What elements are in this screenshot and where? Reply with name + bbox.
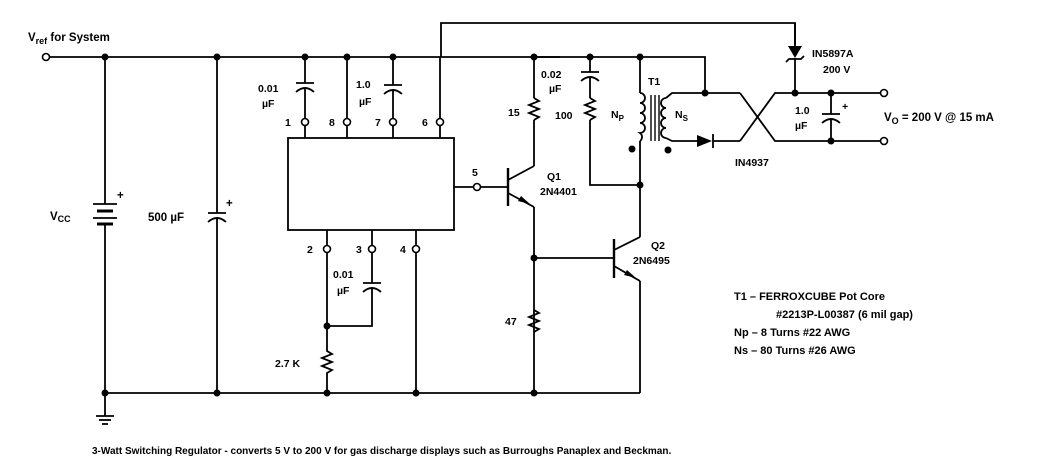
bulk-capacitor: + [207,57,233,393]
bulk-cap-label: 500 µF [148,212,184,224]
vcc-label: VCC [50,211,71,224]
transformer-t1 [628,57,740,185]
pin-1-label: 1 [285,117,291,129]
bulk-cap-plus: + [226,198,233,210]
snubber [580,57,640,186]
resistor-15-label: 15 [508,107,520,119]
resistor-47-label: 47 [505,316,517,328]
ic-pin-2 [322,230,332,345]
diode-part-label: IN4937 [735,157,769,169]
resistor-2-7k [319,345,335,393]
pin-4-label: 4 [400,244,406,256]
pin-8-label: 8 [329,117,335,129]
crossover-wires [739,92,880,142]
cap-snubber-unit: µF [549,83,562,95]
diode-in4937 [697,134,740,148]
pin-3-label: 3 [356,244,362,256]
q1-part-label: 2N4401 [540,186,577,198]
vout-positive-terminal[interactable] [879,88,889,98]
cap-pin7-value: 1.0 [356,79,371,91]
ic-pin-8 [342,57,352,138]
zener-rating-label: 200 V [823,64,850,76]
np-label: NP [611,109,625,123]
pin-7-label: 7 [375,117,381,129]
pin-6-label: 6 [422,117,428,129]
cap-pin1-value: 0.01 [258,83,279,95]
ic-pin-4 [411,230,421,393]
figure-caption: 3-Watt Switching Regulator - converts 5 … [92,446,671,457]
output-capacitor: + [821,93,848,141]
zener-part-label: IN5897A [812,48,854,60]
resistor-100-label: 100 [555,110,573,122]
output-cap-unit: µF [795,120,808,132]
vref-label: Vref for System [28,32,110,46]
note-line-1: T1 – FERROXCUBE Pot Core [734,291,885,303]
ic-body [287,137,455,231]
zener-diode [785,23,805,93]
note-line-2: #2213P-L00387 (6 mil gap) [776,309,913,321]
ns-label: NS [675,109,689,123]
ic-pin-5 [454,182,508,192]
ic-pin-6 [435,57,445,138]
ic-pin-7 [383,57,403,138]
cap-pin3-value: 0.01 [333,269,354,281]
pin-5-label: 5 [472,167,478,179]
resistor-47 [526,309,542,333]
cap-snubber-value: 0.02 [541,69,562,81]
q1-ref-label: Q1 [547,171,561,183]
t1-ref-label: T1 [648,76,660,88]
junctions [101,53,835,397]
cap-pin7-unit: µF [359,96,372,108]
feedback-wire [440,22,796,57]
q2-part-label: 2N6495 [633,255,670,267]
cap-pin1-unit: µF [262,98,275,110]
transistor-q1 [506,165,535,393]
q2-ref-label: Q2 [651,240,665,252]
vcc-battery: + [93,57,124,393]
vref-terminal[interactable] [41,52,51,62]
ic-pin-3 [327,230,382,327]
pin-2-label: 2 [307,244,313,256]
note-line-4: Ns – 80 Turns #26 AWG [734,345,856,357]
vout-label: VO = 200 V @ 15 mA [884,112,994,126]
output-cap-value: 1.0 [795,105,810,117]
cap-pin3-unit: µF [337,285,350,297]
resistor-2-7k-label: 2.7 K [275,358,301,370]
ic-pin-1 [295,57,315,138]
note-line-3: Np – 8 Turns #22 AWG [734,327,850,339]
resistor-15 [526,57,542,166]
transformer-notes: T1 – FERROXCUBE Pot Core #2213P-L00387 (… [734,291,913,357]
vref-rail [41,52,560,62]
ground-icon [96,393,114,425]
output-cap-plus: + [842,101,848,113]
vout-negative-terminal[interactable] [879,136,889,146]
battery-plus: + [117,190,124,202]
transistor-q2 [534,185,641,393]
